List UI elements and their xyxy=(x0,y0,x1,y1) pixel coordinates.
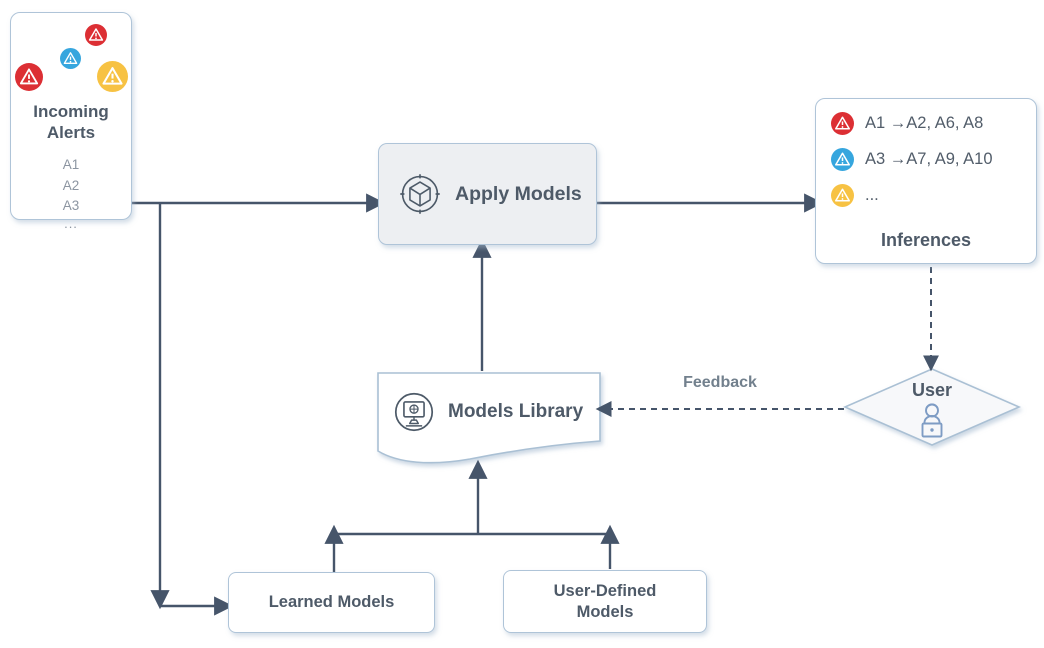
inference-text: A1 →A2, A6, A8 xyxy=(865,114,984,132)
person-at-computer-icon xyxy=(921,403,943,438)
incoming-alerts-list: A1 A2 A3 xyxy=(11,155,131,217)
alert-item: A2 xyxy=(62,177,80,193)
alert-item: A1 xyxy=(62,157,80,172)
inference-text: ... xyxy=(865,186,879,204)
monitor-icon xyxy=(394,392,434,432)
learned-models-label: Learned Models xyxy=(268,593,395,611)
alert-icon xyxy=(831,112,854,135)
inference-row: A1 →A2, A6, A8 xyxy=(831,112,1036,135)
feedback-label: Feedback xyxy=(683,374,757,391)
models-library-node: Models Library xyxy=(378,373,600,451)
alert-icon xyxy=(85,24,107,46)
user-label: User xyxy=(911,380,953,400)
inference-row: ... xyxy=(831,184,1036,207)
alert-icon xyxy=(831,184,854,207)
user-defined-models-label: User-Defined Models xyxy=(553,581,657,621)
alert-icon xyxy=(15,63,43,91)
learned-models-node: Learned Models xyxy=(228,572,435,633)
incoming-alerts-ellipsis: ... xyxy=(64,216,78,231)
apply-models-node: Apply Models xyxy=(378,143,597,245)
alert-icon xyxy=(97,61,128,92)
alert-icon xyxy=(831,148,854,171)
inference-row: A3 →A7, A9, A10 xyxy=(831,148,1036,171)
apply-models-label: Apply Models xyxy=(455,182,582,205)
alert-icon xyxy=(60,48,81,69)
user-diamond xyxy=(843,368,1021,446)
models-library-label: Models Library xyxy=(448,401,584,422)
inference-text: A3 →A7, A9, A10 xyxy=(865,150,993,168)
incoming-alerts-node: Incoming Alerts A1 A2 A3 ... xyxy=(10,12,132,231)
cube-icon xyxy=(400,174,440,214)
incoming-alerts-title: Incoming Alerts xyxy=(33,102,109,142)
alert-item: A3 xyxy=(62,198,80,213)
user-defined-models-node: User-Defined Models xyxy=(503,570,707,633)
models-library-shape xyxy=(377,372,601,464)
inferences-node: A1 →A2, A6, A8 A3 →A7, A9, A10 ... Infer… xyxy=(815,98,1037,264)
inferences-label: Inferences xyxy=(880,230,972,250)
